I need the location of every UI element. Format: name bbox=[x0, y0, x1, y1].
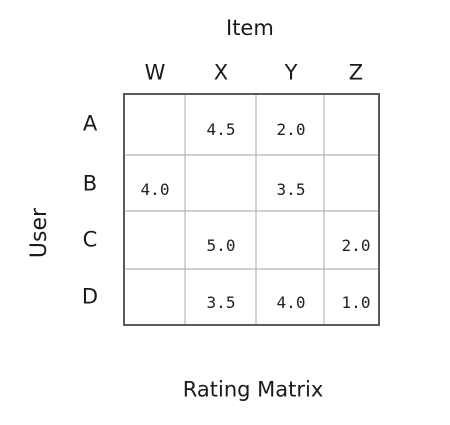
rating-cell: 2.0 bbox=[341, 236, 371, 255]
matrix-caption: Rating Matrix bbox=[182, 377, 324, 402]
rating-cell: 5.0 bbox=[206, 236, 236, 255]
row-axis-title: User bbox=[27, 207, 52, 259]
column-label: Y bbox=[284, 60, 298, 85]
rating-cell: 3.5 bbox=[206, 293, 236, 312]
column-axis-title: Item bbox=[226, 16, 274, 40]
row-label: C bbox=[82, 227, 98, 252]
rating-cell: 4.5 bbox=[206, 120, 236, 139]
row-label: A bbox=[82, 111, 98, 136]
column-label: X bbox=[213, 60, 229, 85]
column-label: Z bbox=[348, 60, 364, 85]
row-label: D bbox=[81, 284, 99, 309]
rating-cell: 1.0 bbox=[341, 293, 371, 312]
column-label: W bbox=[144, 60, 166, 85]
rating-cell: 4.0 bbox=[140, 180, 170, 199]
rating-cell: 3.5 bbox=[276, 180, 306, 199]
rating-matrix: 4.5 2.0 4.0 3.5 5.0 2.0 3.5 4.0 1.0 bbox=[123, 93, 380, 326]
matrix-grid bbox=[125, 95, 378, 324]
rating-cell: 2.0 bbox=[276, 120, 306, 139]
rating-cell: 4.0 bbox=[276, 293, 306, 312]
row-label: B bbox=[82, 171, 98, 196]
